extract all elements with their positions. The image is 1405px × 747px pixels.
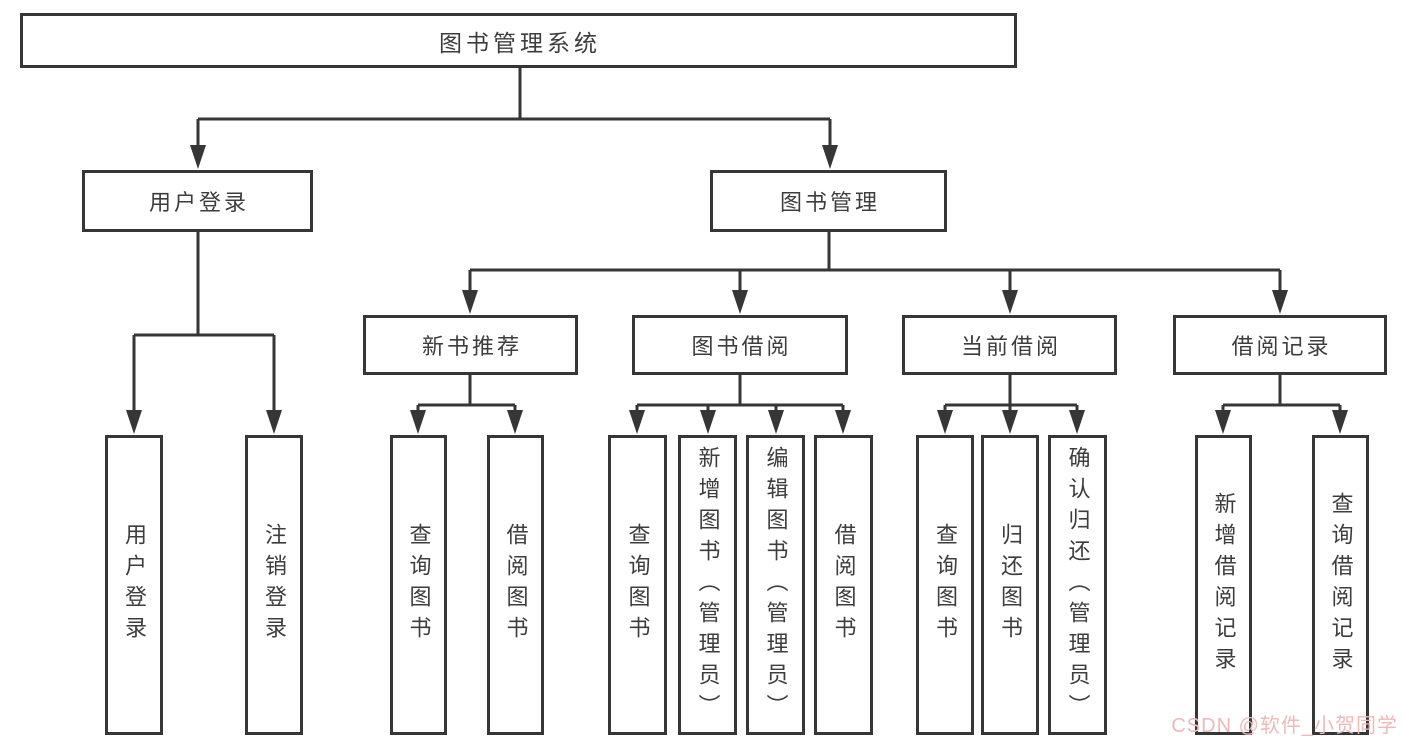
leaf-add-books-admin: 新增图书（管理员） bbox=[678, 435, 737, 735]
node-new-book-recommend-label: 新书推荐 bbox=[421, 334, 522, 359]
leaf-borrow-books-newbooks-label: 借阅图书 bbox=[503, 523, 529, 647]
node-library-system-label: 图书管理系统 bbox=[439, 29, 601, 56]
leaf-query-books-current: 查询图书 bbox=[916, 435, 974, 735]
leaf-user-login-label: 用户登录 bbox=[122, 523, 147, 647]
leaf-borrow-books: 借阅图书 bbox=[814, 435, 873, 735]
leaf-logout-label: 注销登录 bbox=[262, 523, 287, 647]
leaf-query-borrow-record-label: 查询借阅记录 bbox=[1328, 492, 1354, 678]
leaf-add-borrow-record-label: 新增借阅记录 bbox=[1211, 492, 1237, 678]
node-book-borrow: 图书借阅 bbox=[632, 315, 848, 375]
node-current-borrow-label: 当前借阅 bbox=[960, 334, 1061, 359]
leaf-return-books: 归还图书 bbox=[981, 435, 1039, 735]
connector-user-to-leaves bbox=[126, 232, 282, 434]
connector-book-to-level3 bbox=[462, 232, 1288, 314]
leaf-confirm-return-admin-label: 确认归还（管理员） bbox=[1065, 445, 1091, 725]
node-library-system: 图书管理系统 bbox=[20, 13, 1017, 68]
leaf-query-books-borrow-label: 查询图书 bbox=[625, 523, 651, 647]
connector-current-to-leaves bbox=[937, 375, 1085, 434]
leaf-confirm-return-admin: 确认归还（管理员） bbox=[1048, 435, 1107, 735]
leaf-query-borrow-record: 查询借阅记录 bbox=[1312, 435, 1369, 735]
node-user-login: 用户登录 bbox=[82, 170, 313, 232]
leaf-return-books-label: 归还图书 bbox=[998, 523, 1023, 647]
node-book-management: 图书管理 bbox=[710, 170, 947, 232]
leaf-add-books-admin-label: 新增图书（管理员） bbox=[695, 445, 721, 725]
connector-root-to-level2 bbox=[190, 68, 838, 169]
leaf-edit-books-admin: 编辑图书（管理员） bbox=[746, 435, 805, 735]
leaf-user-login: 用户登录 bbox=[105, 435, 163, 735]
connector-borrow-to-leaves bbox=[629, 375, 851, 434]
node-borrow-records-label: 借阅记录 bbox=[1231, 334, 1332, 359]
leaf-edit-books-admin-label: 编辑图书（管理员） bbox=[763, 445, 789, 725]
leaf-query-books-newbooks: 查询图书 bbox=[390, 435, 447, 735]
node-book-borrow-label: 图书借阅 bbox=[691, 334, 792, 359]
node-borrow-records: 借阅记录 bbox=[1173, 315, 1387, 375]
node-current-borrow: 当前借阅 bbox=[902, 315, 1117, 375]
leaf-query-books-current-label: 查询图书 bbox=[933, 523, 958, 647]
leaf-query-books-newbooks-label: 查询图书 bbox=[406, 523, 432, 647]
connector-records-to-leaves bbox=[1215, 375, 1348, 434]
csdn-watermark: CSDN @软件_小贺同学 bbox=[1171, 715, 1398, 737]
node-user-login-label: 用户登录 bbox=[148, 190, 249, 215]
connector-newbooks-to-leaves bbox=[410, 375, 523, 434]
node-book-management-label: 图书管理 bbox=[779, 190, 880, 215]
leaf-query-books-borrow: 查询图书 bbox=[608, 435, 667, 735]
leaf-add-borrow-record: 新增借阅记录 bbox=[1195, 435, 1252, 735]
node-new-book-recommend: 新书推荐 bbox=[363, 315, 578, 375]
leaf-logout: 注销登录 bbox=[245, 435, 303, 735]
leaf-borrow-books-label: 借阅图书 bbox=[831, 523, 857, 647]
leaf-borrow-books-newbooks: 借阅图书 bbox=[487, 435, 544, 735]
